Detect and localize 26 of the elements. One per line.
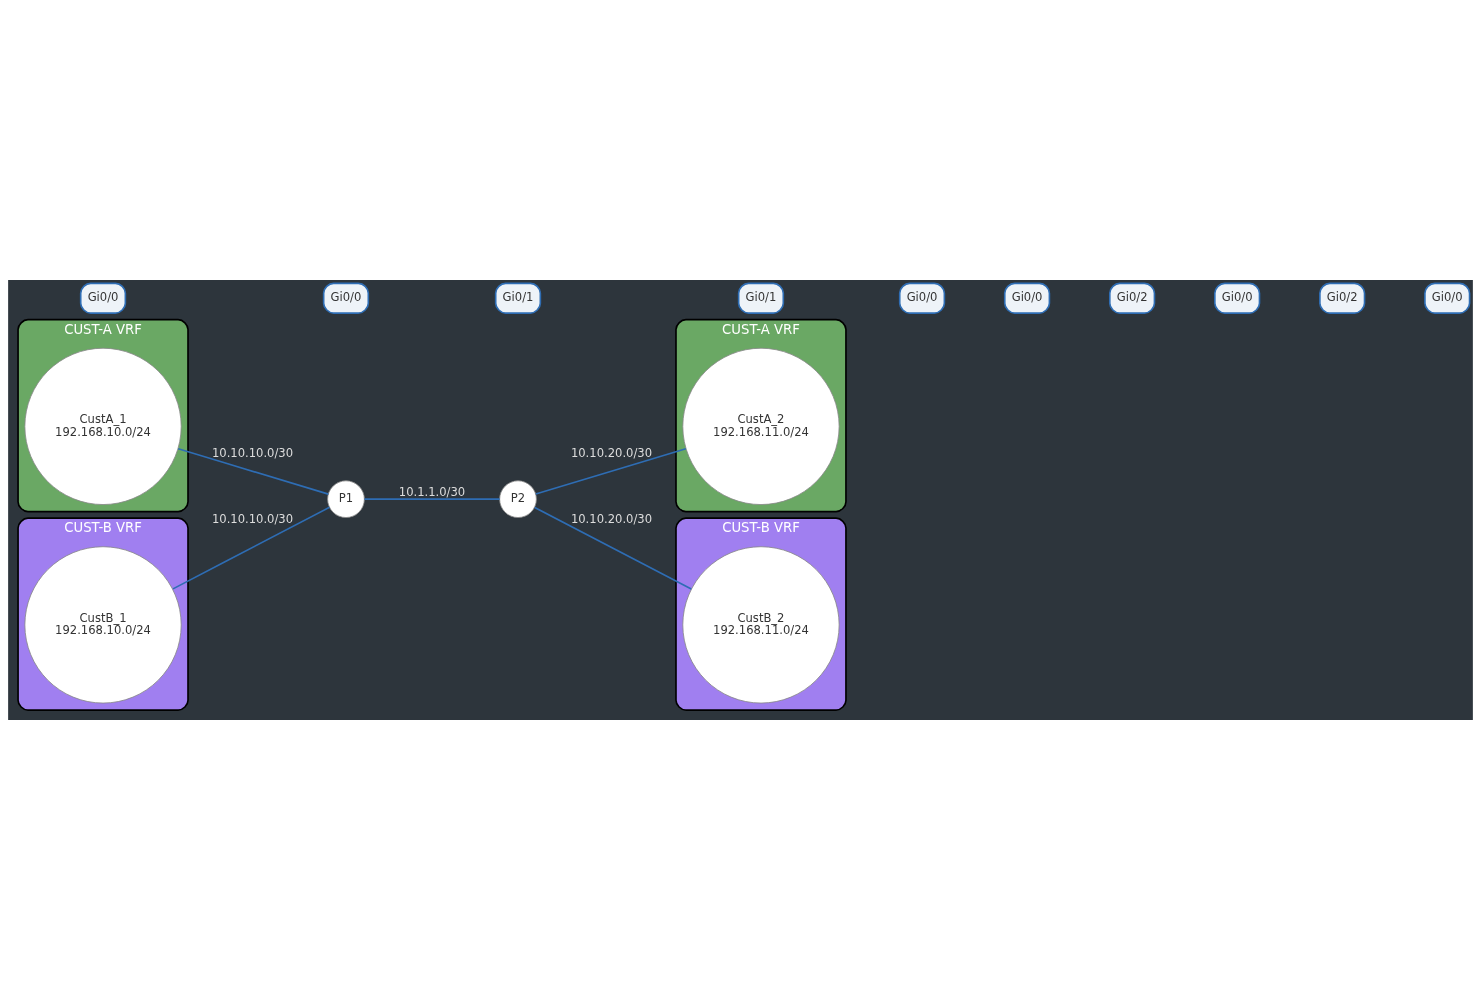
- label: Gi0/1: [502, 290, 534, 305]
- edge-label: 10.10.20.0/30: [570, 511, 653, 526]
- node-circle: P1: [327, 480, 365, 518]
- connector: [533, 506, 693, 590]
- label: Gi0/0: [87, 290, 119, 305]
- edge-label: 10.10.10.0/30: [211, 511, 294, 526]
- node-circle: CustA_1 192.168.10.0/24: [24, 347, 182, 505]
- label: Gi0/0: [1221, 290, 1253, 305]
- node-circle: CustB_2 192.168.11.0/24: [682, 546, 840, 704]
- label: Gi0/2: [1116, 290, 1148, 305]
- node-circle: CustB_1 192.168.10.0/24: [24, 546, 182, 704]
- label: Gi0/0: [906, 290, 938, 305]
- label: Gi0/2: [1326, 290, 1358, 305]
- connector: [363, 498, 501, 500]
- label: Gi0/0: [330, 290, 362, 305]
- label: Gi0/0: [1011, 290, 1043, 305]
- connector: [172, 506, 331, 590]
- edge-label: 10.10.20.0/30: [570, 446, 653, 461]
- edge-label: 10.10.10.0/30: [211, 446, 294, 461]
- node-circle: CustA_2 192.168.11.0/24: [682, 347, 840, 505]
- label: Gi0/0: [1431, 290, 1463, 305]
- node-circle: P2: [499, 480, 537, 518]
- edge-label: 10.1.1.0/30: [398, 485, 466, 500]
- label: Gi0/1: [745, 290, 777, 305]
- connector: [535, 448, 687, 495]
- connector: [177, 448, 330, 495]
